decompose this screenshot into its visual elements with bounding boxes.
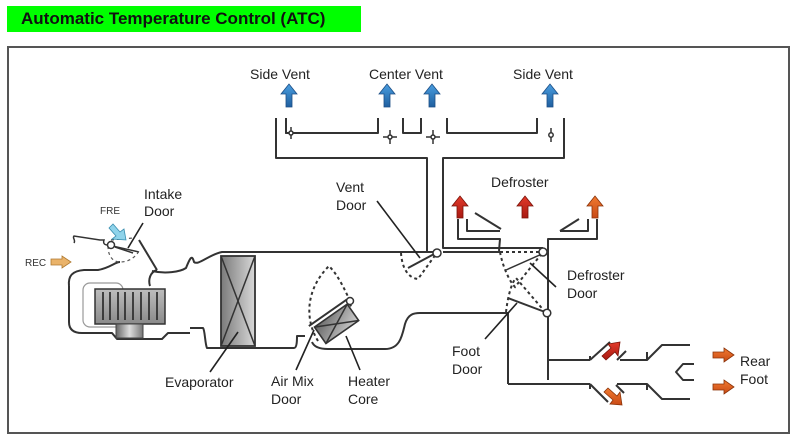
foot-door (507, 297, 546, 313)
center-vent-label: Center Vent (369, 66, 443, 82)
defroster-door-leader (529, 262, 557, 288)
defroster-door (505, 253, 543, 271)
foot-door-leader (484, 302, 518, 340)
defroster-label: Defroster (491, 174, 549, 190)
defroster-door-label-line2: Door (567, 285, 598, 301)
warm-air-arrow (712, 347, 735, 363)
vent-louver (426, 130, 440, 144)
warm-air-arrow (451, 195, 469, 219)
foot-door-label-line2: Door (452, 361, 483, 377)
vent-louver (383, 130, 397, 144)
blower-fan (82, 282, 166, 339)
vent-door (407, 252, 437, 269)
air-mix-door-label-line1: Air Mix (271, 373, 314, 389)
cool-air-arrow (541, 83, 559, 108)
side-vent-right-label: Side Vent (513, 66, 573, 82)
diagram-frame (7, 46, 790, 434)
vent-door-pivot (432, 248, 442, 258)
page-title: Automatic Temperature Control (ATC) (21, 9, 326, 28)
evaporator-leader (209, 331, 239, 373)
warm-air-arrow (586, 195, 604, 219)
air-mix-door-label-line2: Door (271, 391, 302, 407)
hvac-case (67, 239, 509, 384)
fre-label: FRE (100, 206, 120, 217)
intake-door (72, 235, 140, 263)
vent-door-swing (400, 252, 437, 281)
vent-duct (275, 118, 565, 253)
heater-core-label-line2: Core (348, 391, 379, 407)
foot-door-pivot (542, 308, 552, 318)
vent-louver (548, 128, 554, 142)
defroster-door-label-line1: Defroster (567, 267, 625, 283)
warm-air-arrow (516, 195, 534, 219)
rear-foot-label-line1: Rear (740, 353, 771, 369)
intake-door-label-line1: Intake (144, 186, 182, 202)
vent-door-leader (376, 200, 421, 259)
rear-foot-label-line2: Foot (740, 371, 768, 387)
fresh-air-arrow (108, 223, 127, 241)
rec-label: REC (25, 258, 46, 269)
warm-air-arrow (601, 341, 621, 361)
side-vent-left-label: Side Vent (250, 66, 310, 82)
vent-louver (285, 127, 297, 139)
intake-door-label-line2: Door (144, 203, 175, 219)
title-banner: Automatic Temperature Control (ATC) (7, 6, 361, 32)
foot-door-swing (505, 276, 547, 314)
heater-core-label-line1: Heater (348, 373, 390, 389)
warm-air-arrow (603, 387, 623, 406)
air-mix-door-pivot (345, 296, 355, 306)
recirc-air-arrow (50, 255, 72, 269)
evaporator-label: Evaporator (165, 374, 234, 390)
vent-door-label-line1: Vent (336, 179, 364, 195)
foot-door-label-line1: Foot (452, 343, 480, 359)
air-mix-door-leader (295, 329, 315, 371)
heater-core-leader (345, 335, 361, 371)
defroster-door-pivot (538, 247, 548, 257)
air-mix-door-swing (308, 264, 351, 342)
foot-duct (508, 341, 694, 403)
cool-air-arrow (378, 83, 396, 108)
defroster-door-swing (499, 251, 544, 289)
cool-air-arrow (423, 83, 441, 108)
vent-door-label-line2: Door (336, 197, 367, 213)
warm-air-arrow (712, 379, 735, 395)
cool-air-arrow (280, 83, 298, 108)
evaporator (220, 255, 256, 347)
intake-door-leader (127, 222, 144, 249)
